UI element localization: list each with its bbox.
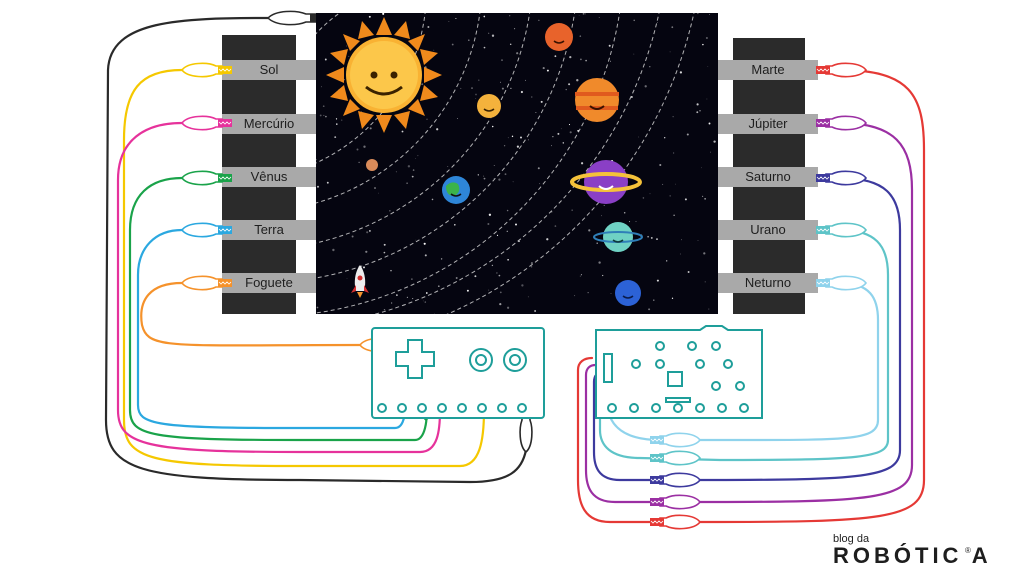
label-foguete: Foguete <box>222 273 316 293</box>
wire-navy <box>592 176 902 482</box>
wire-yellow <box>122 68 486 468</box>
wire-green <box>128 176 428 442</box>
uranus <box>593 222 643 252</box>
label-marte: Marte <box>718 60 818 80</box>
clip-right-4 <box>816 275 868 291</box>
mercury <box>366 159 378 171</box>
rocket <box>351 265 369 298</box>
sun <box>326 17 442 133</box>
brand-line1: blog da <box>833 533 870 545</box>
earth <box>442 176 470 204</box>
wire-blue <box>136 228 407 430</box>
wire-red <box>576 68 926 524</box>
clip-right-1 <box>816 115 868 131</box>
clip-left-2 <box>180 170 232 186</box>
solar-system-image <box>316 13 718 314</box>
jupiter <box>575 78 619 122</box>
mars <box>545 23 573 51</box>
clip-left-4 <box>180 275 232 291</box>
clip-right-3 <box>816 222 868 238</box>
wire-purple <box>584 121 914 504</box>
wire-orange <box>140 281 362 347</box>
label-jupiter: Júpiter <box>718 114 818 134</box>
wire-teal <box>598 228 890 462</box>
label-urano: Urano <box>718 220 818 240</box>
clip-right-0 <box>816 62 868 78</box>
venus <box>477 94 501 118</box>
wire-magenta <box>116 121 442 454</box>
clip-left-0 <box>180 62 232 78</box>
wire-lightblue <box>604 281 880 442</box>
clip-left-3 <box>180 222 232 238</box>
clip-right-board-1 <box>650 450 702 466</box>
brand-reg: ® <box>965 546 971 555</box>
label-sol: Sol <box>222 60 316 80</box>
label-neturno: Neturno <box>718 273 818 293</box>
label-terra: Terra <box>222 220 316 240</box>
input-board <box>371 327 545 419</box>
clip-right-board-0 <box>650 432 702 448</box>
neptune <box>615 280 641 306</box>
clip-right-board-4 <box>650 514 702 530</box>
clip-right-2 <box>816 170 868 186</box>
label-mercurio: Mercúrio <box>222 114 316 134</box>
label-venus: Vênus <box>222 167 316 187</box>
clip-right-board-3 <box>650 494 702 510</box>
label-saturno: Saturno <box>718 167 818 187</box>
clip-right-board-2 <box>650 472 702 488</box>
saturn <box>570 160 642 204</box>
brand-line2: ROBÓTIC A <box>833 543 992 568</box>
wire-black <box>104 16 528 484</box>
clip-left-1 <box>180 115 232 131</box>
output-board <box>595 325 763 419</box>
